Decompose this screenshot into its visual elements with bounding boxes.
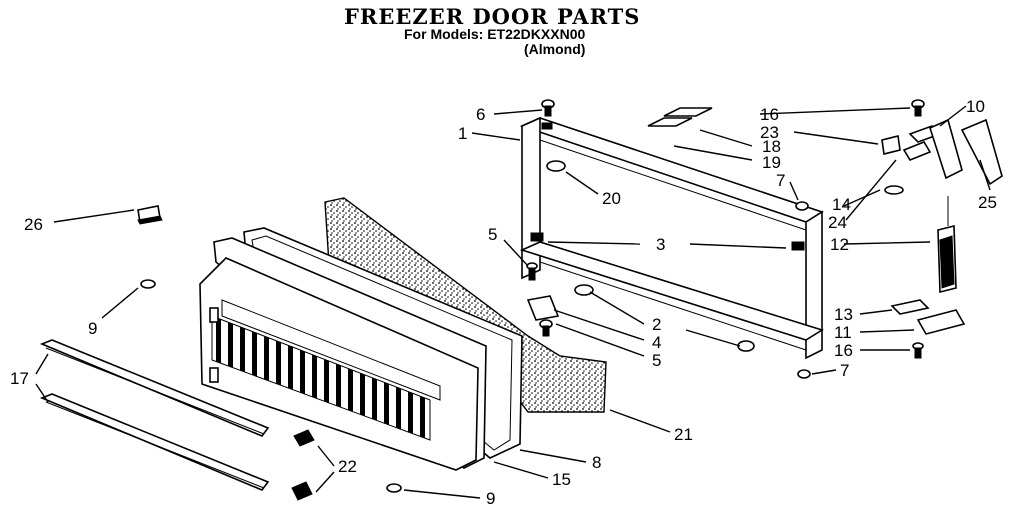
callout-6: 6 — [476, 105, 485, 124]
callout-25: 25 — [978, 193, 997, 212]
callout-15: 15 — [552, 470, 571, 489]
door-shelf-rails-part — [39, 339, 270, 491]
callout-12: 12 — [830, 235, 849, 254]
hardware-parts — [137, 99, 811, 493]
callout-22: 22 — [338, 457, 357, 476]
callout-19: 19 — [762, 153, 781, 172]
callout-24: 24 — [828, 213, 847, 232]
model-line: For Models: ET22DKXXN00 — [404, 26, 586, 42]
callout-5b: 5 — [652, 351, 661, 370]
door-frame-part — [519, 116, 824, 360]
callout-5a: 5 — [488, 225, 497, 244]
callout-9a: 9 — [88, 319, 97, 338]
callout-11: 11 — [834, 323, 852, 342]
callout-17: 17 — [10, 369, 29, 388]
callout-26: 26 — [24, 215, 43, 234]
callout-3: 3 — [656, 235, 665, 254]
page-title: FREEZER DOOR PARTS — [344, 4, 641, 29]
callout-23: 23 — [760, 123, 779, 142]
callout-2: 2 — [652, 315, 661, 334]
callout-10: 10 — [966, 97, 985, 116]
callout-8: 8 — [592, 453, 601, 472]
callout-16b: 16 — [834, 341, 853, 360]
shelf-end-caps-part — [291, 429, 315, 501]
callout-13: 13 — [834, 305, 853, 324]
callout-20: 20 — [602, 189, 621, 208]
callout-14: 14 — [832, 195, 851, 214]
callout-7b: 7 — [840, 361, 849, 380]
leader-lines — [35, 105, 991, 499]
callout-21: 21 — [674, 425, 693, 444]
door-liner-part — [199, 237, 487, 471]
callout-1: 1 — [458, 124, 467, 143]
hinge-assembly-part — [881, 99, 1003, 359]
callout-labels: 1 2 3 4 5 5 6 7 7 8 9 9 10 11 12 13 14 1… — [10, 97, 997, 508]
callout-4: 4 — [652, 333, 661, 352]
callout-18: 18 — [762, 137, 781, 156]
callout-9b: 9 — [486, 489, 495, 508]
color-line: (Almond) — [524, 41, 586, 57]
callout-16a: 16 — [760, 105, 779, 124]
callout-7a: 7 — [776, 171, 785, 190]
